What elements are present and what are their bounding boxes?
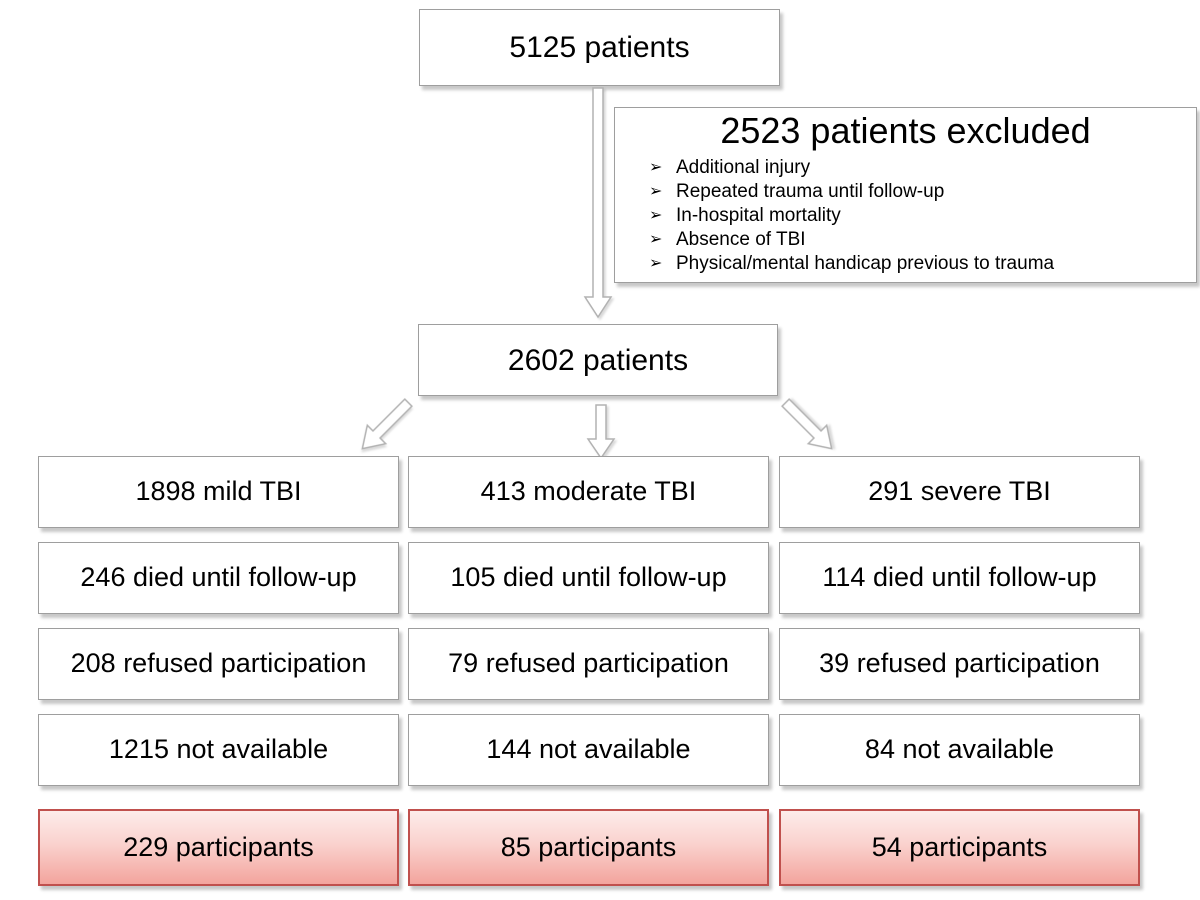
box-moderate-died: 105 died until follow-up xyxy=(408,542,769,614)
box-severe-tbi: 291 severe TBI xyxy=(779,456,1140,528)
box-severe-refused: 39 refused participation xyxy=(779,628,1140,700)
excluded-reason-label: Absence of TBI xyxy=(676,229,806,251)
box-total-patients: 5125 patients xyxy=(419,9,780,86)
box-moderate-participants: 85 participants xyxy=(408,809,769,886)
arrow-down-left-icon xyxy=(361,398,413,450)
box-eligible-patients: 2602 patients xyxy=(418,324,778,396)
excluded-reason-label: In-hospital mortality xyxy=(676,205,841,227)
arrowhead-bullet-icon: ➢ xyxy=(649,231,663,249)
box-severe-participants: 54 participants xyxy=(779,809,1140,886)
arrowhead-bullet-icon: ➢ xyxy=(649,159,663,177)
excluded-title: 2523 patients excluded xyxy=(720,110,1091,151)
box-moderate-tbi: 413 moderate TBI xyxy=(408,456,769,528)
excluded-reason-item: ➢ Absence of TBI xyxy=(649,228,1196,252)
box-severe-not-available: 84 not available xyxy=(779,714,1140,786)
excluded-reason-label: Physical/mental handicap previous to tra… xyxy=(676,253,1055,275)
arrow-down-right-icon xyxy=(781,398,833,450)
arrow-down-icon xyxy=(583,87,613,319)
arrowhead-bullet-icon: ➢ xyxy=(649,183,663,201)
box-excluded-patients: 2523 patients excluded ➢ Additional inju… xyxy=(614,107,1197,283)
box-mild-refused: 208 refused participation xyxy=(38,628,399,700)
excluded-reason-item: ➢ In-hospital mortality xyxy=(649,204,1196,228)
box-moderate-refused: 79 refused participation xyxy=(408,628,769,700)
box-severe-died: 114 died until follow-up xyxy=(779,542,1140,614)
excluded-reason-item: ➢ Repeated trauma until follow-up xyxy=(649,180,1196,204)
arrow-down-icon xyxy=(586,404,616,460)
box-moderate-not-available: 144 not available xyxy=(408,714,769,786)
box-mild-tbi: 1898 mild TBI xyxy=(38,456,399,528)
box-mild-died: 246 died until follow-up xyxy=(38,542,399,614)
excluded-reason-item: ➢ Physical/mental handicap previous to t… xyxy=(649,252,1196,276)
arrowhead-bullet-icon: ➢ xyxy=(649,255,663,273)
arrowhead-bullet-icon: ➢ xyxy=(649,207,663,225)
box-mild-participants: 229 participants xyxy=(38,809,399,886)
excluded-reason-label: Additional injury xyxy=(676,157,811,179)
excluded-reasons-list: ➢ Additional injury ➢ Repeated trauma un… xyxy=(649,156,1196,276)
excluded-reason-label: Repeated trauma until follow-up xyxy=(676,181,945,203)
excluded-reason-item: ➢ Additional injury xyxy=(649,156,1196,180)
box-mild-not-available: 1215 not available xyxy=(38,714,399,786)
